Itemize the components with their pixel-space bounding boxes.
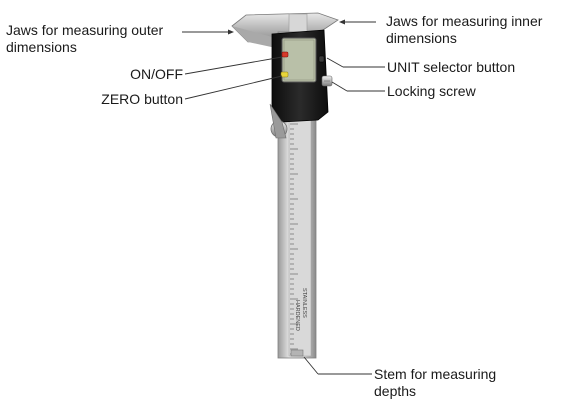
label-unit-selector: UNIT selector button xyxy=(387,59,516,75)
upper-jaws xyxy=(231,12,339,48)
locking-screw[interactable] xyxy=(321,75,333,87)
leader-locking-screw xyxy=(331,81,348,92)
label-depth-stem: Stem for measuring depths xyxy=(374,366,497,399)
leader-depth-stem xyxy=(303,356,319,375)
on-off-button[interactable] xyxy=(281,51,289,58)
unit-selector-button[interactable] xyxy=(318,55,325,63)
leader-lines xyxy=(182,19,385,375)
lower-outer-jaw xyxy=(269,103,287,139)
blade-marking-stainless: STAINLESS xyxy=(301,288,307,318)
label-inner-jaws: Jaws for measuring inner dimensions xyxy=(386,13,543,46)
label-on-off: ON/OFF xyxy=(130,66,183,82)
label-locking-screw: Locking screw xyxy=(387,83,476,99)
depth-stem xyxy=(290,349,304,357)
label-outer-jaws: Jaws for measuring outer dimensions xyxy=(6,22,164,55)
leader-zero xyxy=(184,75,283,100)
blade-marking-hardened: HARDENED xyxy=(294,300,300,331)
label-zero-button: ZERO button xyxy=(101,91,183,107)
leader-unit xyxy=(326,57,344,68)
leader-on-off xyxy=(184,56,283,75)
zero-button[interactable] xyxy=(280,71,289,78)
lcd-screen xyxy=(281,37,317,83)
